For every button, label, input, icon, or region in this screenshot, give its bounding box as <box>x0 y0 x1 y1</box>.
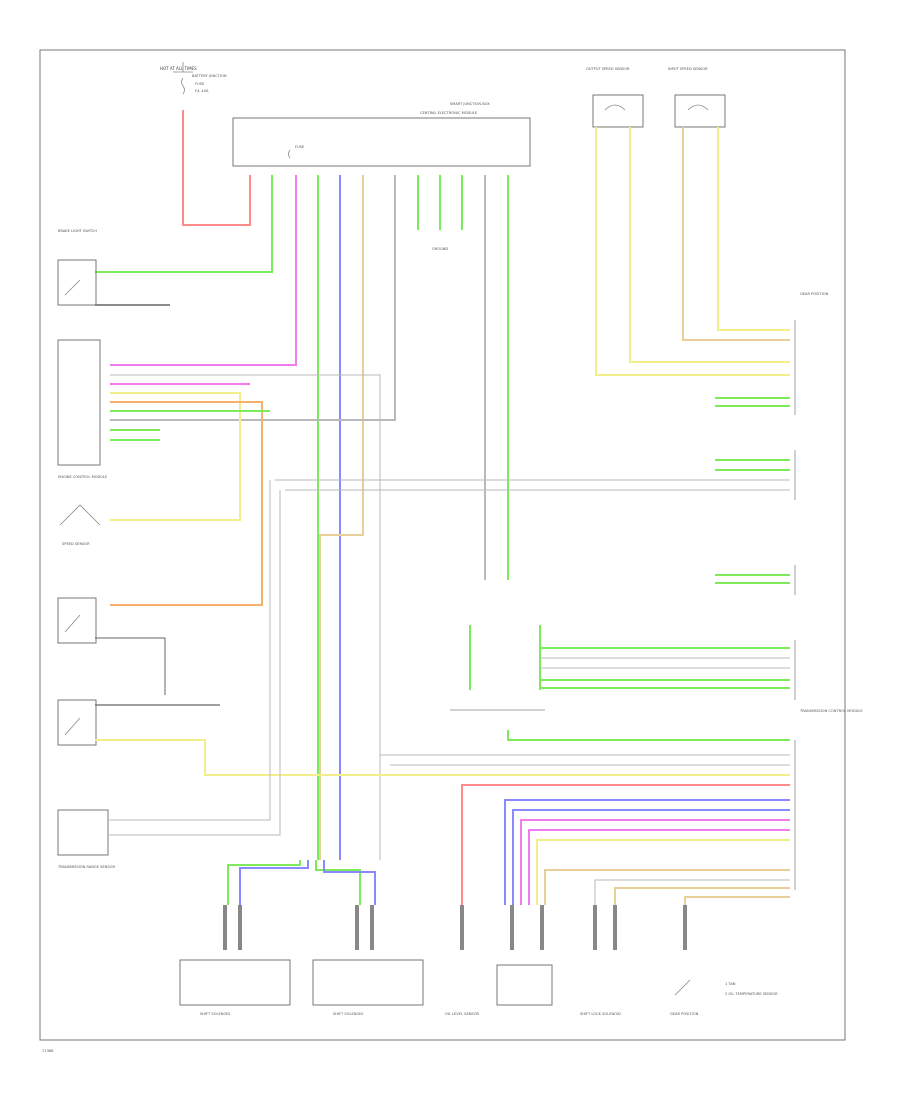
center-splice <box>450 625 790 741</box>
page-reference: 71388 <box>42 1049 54 1053</box>
legend-item-2: 2 OIL TEMPERATURE SENSOR <box>725 992 778 996</box>
wires-gray-bundle <box>275 479 790 766</box>
connector-pins-bottom <box>223 905 687 950</box>
wires-central-down <box>95 175 509 860</box>
shift-solenoid-1-label: SHIFT SOLENOID <box>200 1012 230 1016</box>
legend: 1 TAN 2 OIL TEMPERATURE SENSOR <box>725 982 778 996</box>
diagram-frame <box>39 49 846 1041</box>
hot-at-all-times-label: HOT AT ALL TIMES <box>160 66 197 71</box>
wires-range-sensor <box>108 480 281 836</box>
wires-top-right <box>595 127 790 376</box>
left-switch-1: BRAKE LIGHT SWITCH <box>57 229 97 306</box>
battery-junction-label: BATTERY JUNCTION <box>192 74 227 78</box>
gear-position-bottom-label: GEAR POSITION <box>670 1012 699 1016</box>
smart-junction-label: SMART JUNCTION BOX <box>450 102 490 106</box>
oil-level-sensor: OIL LEVEL SENSOR <box>445 1012 480 1016</box>
central-module-label: CENTRAL ELECTRONIC MODULE <box>420 111 478 115</box>
range-sensor-label: TRANSMISSION RANGE SENSOR <box>57 865 115 869</box>
wires-green-right-mid <box>715 459 790 584</box>
central-module: SMART JUNCTION BOX CENTRAL ELECTRONIC MO… <box>232 102 531 167</box>
brake-switch-label: BRAKE LIGHT SWITCH <box>58 229 97 233</box>
input-speed-label: INPUT SPEED SENSOR <box>668 67 708 71</box>
engine-control-module: ENGINE CONTROL MODULE <box>57 339 108 479</box>
ground-label-central: GROUND <box>432 247 448 251</box>
shift-solenoid-box-1: SHIFT SOLENOID <box>179 959 291 1016</box>
wire-red-battery <box>182 110 251 226</box>
shift-solenoid-2-label: SHIFT SOLENOID <box>333 1012 363 1016</box>
top-right-sensor-1: OUTPUT SPEED SENSOR <box>586 67 644 128</box>
ecm-label: ENGINE CONTROL MODULE <box>58 475 108 479</box>
gear-position-label: GEAR POSITION <box>800 292 829 296</box>
left-switch-3 <box>57 699 97 746</box>
right-connector-top: GEAR POSITION <box>794 292 829 415</box>
wires-bottom-multi <box>461 784 790 905</box>
output-speed-label: OUTPUT SPEED SENSOR <box>586 67 630 71</box>
wire-gray-left-2 <box>95 637 166 695</box>
wire-yellow-left-3 <box>95 739 790 776</box>
fuse-label: FUSE <box>195 82 205 86</box>
legend-item-1: 1 TAN <box>725 982 736 986</box>
shift-solenoid-box-2: SHIFT SOLENOID <box>312 959 424 1016</box>
oil-level-sensor-label: OIL LEVEL SENSOR <box>445 1012 480 1016</box>
left-sensor-speed: SPEED SENSOR <box>59 504 101 546</box>
range-sensor-box: TRANSMISSION RANGE SENSOR <box>57 809 115 869</box>
solenoid-box-3 <box>496 964 553 1006</box>
bundle-bottom-center <box>227 860 376 905</box>
transmission-control-module: TRANSMISSION CONTROL MODULE <box>794 450 863 890</box>
top-right-sensor-2: INPUT SPEED SENSOR <box>668 67 726 128</box>
speed-sensor-label: SPEED SENSOR <box>62 542 90 546</box>
wires-ecm <box>110 374 381 860</box>
fuse-inner-label: FUSE <box>295 145 305 149</box>
ground-right-1 <box>715 397 790 407</box>
battery-fuse-block: HOT AT ALL TIMES BATTERY JUNCTION FUSE F… <box>160 62 227 95</box>
gear-position-sensor-bottom: GEAR POSITION <box>670 979 699 1016</box>
shift-lock-label: SHIFT LOCK SOLENOID <box>580 1012 621 1016</box>
left-switch-2 <box>57 597 97 644</box>
tcm-label: TRANSMISSION CONTROL MODULE <box>799 709 863 713</box>
fuse-icon <box>181 77 185 95</box>
shift-lock-solenoid: SHIFT LOCK SOLENOID <box>580 1012 621 1016</box>
fuse-rating-label: F/L 40A <box>195 89 209 93</box>
